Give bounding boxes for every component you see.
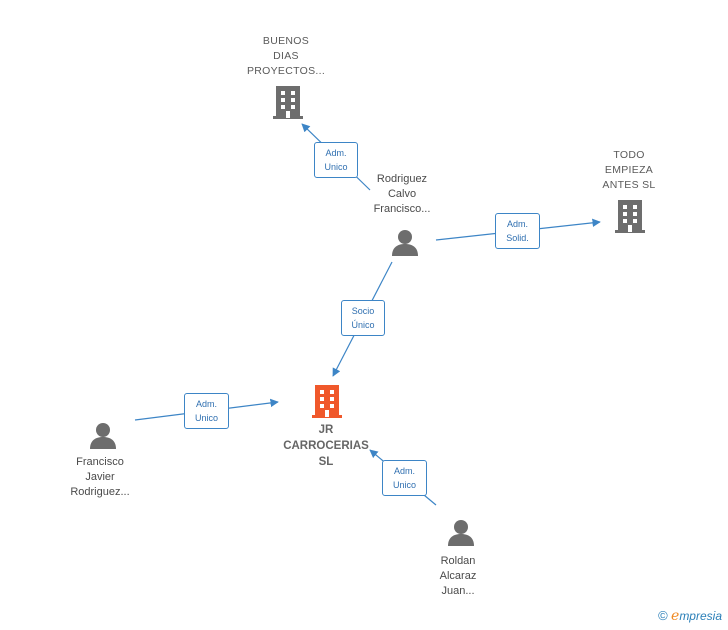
building-icon[interactable] bbox=[272, 84, 304, 120]
node-label-rodriguez-calvo[interactable]: Rodriguez Calvo Francisco... bbox=[373, 173, 431, 215]
edge-label-adm-unico[interactable]: Adm. Unico bbox=[382, 460, 427, 496]
person-icon[interactable] bbox=[390, 228, 420, 258]
node-label-jr-carrocerias[interactable]: JR CARROCERIAS SL bbox=[283, 424, 369, 468]
edge-label-socio-unico[interactable]: Socio Único bbox=[341, 300, 385, 336]
edge-label-adm-unico[interactable]: Adm. Unico bbox=[314, 142, 358, 178]
node-label-todo-empieza[interactable]: TODO EMPIEZA ANTES SL bbox=[602, 149, 656, 191]
building-icon[interactable] bbox=[614, 198, 646, 234]
edge-label-adm-solid[interactable]: Adm. Solid. bbox=[495, 213, 540, 249]
node-label-francisco-javier[interactable]: Francisco Javier Rodriguez... bbox=[70, 456, 130, 498]
person-icon[interactable] bbox=[88, 421, 118, 451]
copyright-icon: © bbox=[658, 608, 668, 623]
person-icon[interactable] bbox=[446, 518, 476, 548]
node-label-buenos-dias[interactable]: BUENOS DIAS PROYECTOS... bbox=[246, 35, 326, 77]
brand-logo: © empresia bbox=[658, 608, 722, 624]
edge-label-adm-unico[interactable]: Adm. Unico bbox=[184, 393, 229, 429]
main-company-building-icon[interactable] bbox=[311, 383, 343, 419]
node-label-roldan[interactable]: Roldan Alcaraz Juan... bbox=[439, 555, 477, 597]
